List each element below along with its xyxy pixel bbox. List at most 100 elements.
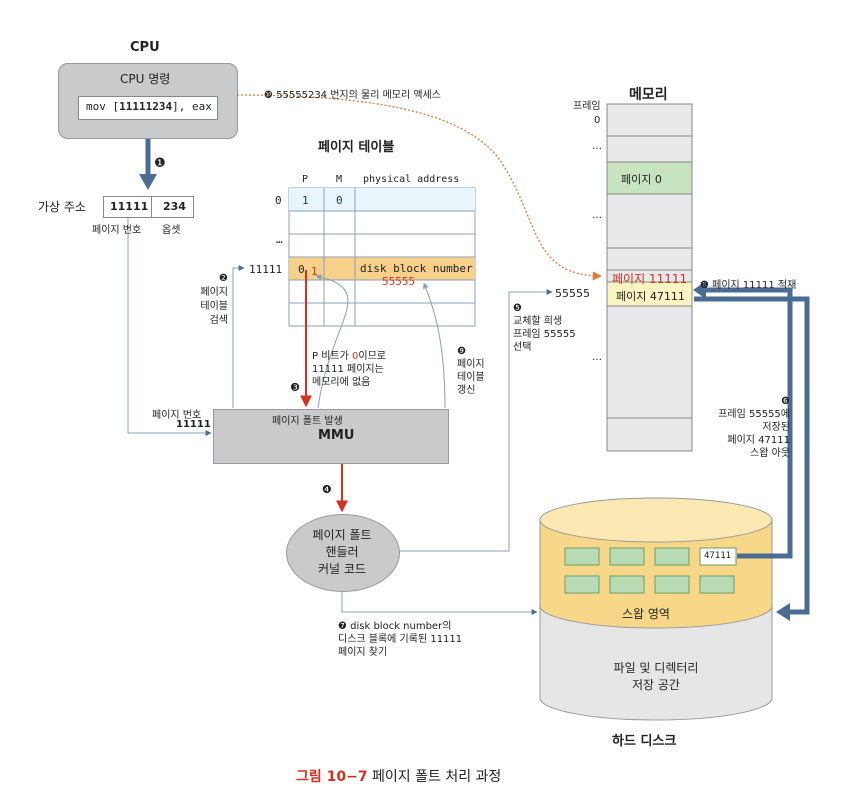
step2-line3: 검색 [209, 315, 228, 326]
instruction-prefix: mov [ [86, 100, 120, 113]
page-table-title: 페이지 테이블 [318, 140, 395, 155]
memory-ellipsis-2: … [592, 210, 602, 221]
file-storage-label: 파일 및 디렉터리 저장 공간 [540, 660, 772, 694]
step2-line2: 테이블 [200, 301, 228, 312]
pt-header-p: P [302, 174, 309, 185]
step3-suffix: 이므로 [358, 351, 386, 362]
pt-ellipsis: … [276, 233, 283, 246]
pt-row-p-old: 0 [298, 263, 305, 276]
step3-text: P 비트가 0이므로 11111 페이지는 메모리에 없음 [312, 350, 386, 389]
step2-text: ❷ 페이지 테이블 검색 [193, 272, 228, 328]
cpu-instruction: mov [11111234], eax [86, 100, 212, 113]
pt-new-frame: 55555 [382, 275, 416, 288]
arrow-step10 [236, 94, 602, 281]
step4-badge: ❹ [322, 483, 332, 496]
virtual-address-box [103, 196, 194, 218]
pt-row0-m: 0 [336, 194, 343, 207]
step9-line2: 테이블 [457, 372, 485, 383]
page-table-grid [288, 187, 476, 327]
memory-column [606, 103, 693, 452]
page-fault-handler [286, 514, 400, 592]
step6-badge: ❻ [781, 396, 790, 407]
va-page-label: 페이지 번호 [92, 225, 142, 236]
arrow-step6 [694, 296, 810, 615]
pt-row-index: 11111 [249, 263, 283, 276]
step3-line2: 11111 페이지는 [312, 364, 384, 375]
arrow-step9 [422, 282, 446, 409]
step9-text: ❾ 페이지 테이블 갱신 [457, 345, 485, 397]
mmu-page-label: 페이지 번호 [152, 410, 202, 421]
step3-zero: 0 [352, 351, 359, 362]
handler-line2: 핸들러 [325, 545, 359, 559]
step5-line3: 선택 [513, 342, 532, 353]
step9-line1: 페이지 [457, 359, 485, 370]
memory-frame-label: 프레임 [573, 101, 601, 112]
handler-text: 페이지 폴트 핸들러 커널 코드 [286, 527, 398, 578]
step3-badge: ❸ [290, 381, 300, 394]
memory-frame-value: 55555 [555, 287, 590, 300]
arrow-step9-b [315, 274, 349, 409]
arrow-va-to-mmu [127, 218, 212, 436]
step9-line3: 갱신 [457, 385, 476, 396]
pt-row0-p: 1 [302, 194, 309, 207]
step6-line1: 프레임 55555에 [718, 409, 790, 420]
step6-line4: 스왑 아웃 [750, 448, 790, 459]
file-storage-line2: 저장 공간 [632, 678, 680, 692]
memory-frame0: 0 [594, 115, 601, 126]
memory-ellipsis-1: … [592, 141, 602, 152]
mmu-name: MMU [318, 428, 355, 443]
step6-line3: 페이지 47111 [727, 435, 790, 446]
va-offset: 234 [163, 200, 186, 213]
step5-line1: 교체할 희생 [513, 316, 563, 327]
va-page-number: 11111 [110, 200, 149, 213]
memory-new-page: 페이지 11111 [612, 272, 688, 286]
step5-text: ❺ 교체할 희생 프레임 55555 선택 [513, 302, 576, 354]
step7-text: ❼ disk block number의 디스크 블록에 기록된 11111 페… [338, 620, 462, 659]
step6-text: ❻ 프레임 55555에 저장된 페이지 47111 스왑 아웃 [698, 395, 790, 460]
mmu-page-value: 11111 [176, 419, 211, 430]
step7-line2: 디스크 블록에 기록된 11111 [338, 634, 463, 645]
step8-text: ❽ 페이지 11111 적재 [700, 280, 797, 291]
step6-line2: 저장된 [762, 422, 790, 433]
handler-line1: 페이지 폴트 [312, 528, 372, 542]
step2-line1: 페이지 [200, 287, 228, 298]
step10-text: ❿ 55555234 번지의 물리 메모리 액세스 [264, 90, 441, 101]
step9-badge: ❾ [457, 346, 466, 357]
memory-page0: 페이지 0 [621, 173, 662, 186]
hard-disk-cylinder [539, 497, 773, 721]
pt-row0-index: 0 [275, 194, 282, 207]
virtual-address-label: 가상 주소 [38, 200, 86, 214]
step3-line3: 메모리에 없음 [312, 377, 371, 388]
step1-badge: ❶ [154, 156, 166, 171]
arrow-step2 [232, 265, 245, 408]
pt-row-p-new: 1 [311, 265, 318, 278]
cpu-title: CPU [130, 40, 160, 55]
hard-disk-title: 하드 디스크 [612, 734, 677, 749]
swap-page-47111: 47111 [704, 551, 732, 561]
mmu-fault: 페이지 폴트 발생 [272, 416, 343, 427]
step3-line1: P 비트가 0이므로 [312, 350, 386, 363]
arrow-step8 [704, 287, 793, 559]
handler-line3: 커널 코드 [318, 562, 366, 576]
instruction-address: 11111234 [119, 100, 173, 113]
step7-line3: 페이지 찾기 [338, 647, 388, 658]
step5-badge: ❺ [513, 303, 522, 314]
memory-title: 메모리 [629, 87, 668, 103]
cpu-instruction-box [78, 96, 218, 120]
caption-text: 페이지 폴트 처리 과정 [367, 769, 502, 785]
pt-header-physical: physical address [363, 174, 460, 185]
figure-caption: 그림 10−7 페이지 폴트 처리 과정 [296, 766, 501, 786]
swap-area-label: 스왑 영역 [622, 607, 670, 621]
step5-line2: 프레임 55555 [513, 329, 576, 340]
cpu-box-label: CPU 명령 [120, 72, 171, 86]
memory-old-page: 페이지 47111 [616, 290, 685, 303]
arrow-step7 [341, 591, 538, 615]
va-divider [151, 196, 152, 218]
pt-disk-block: disk block number [360, 262, 473, 275]
instruction-suffix: ], eax [172, 100, 212, 113]
pt-header-m: M [336, 174, 343, 185]
arrow-step5 [399, 289, 553, 552]
va-offset-label: 옵셋 [162, 225, 181, 236]
mmu-box [213, 409, 449, 464]
